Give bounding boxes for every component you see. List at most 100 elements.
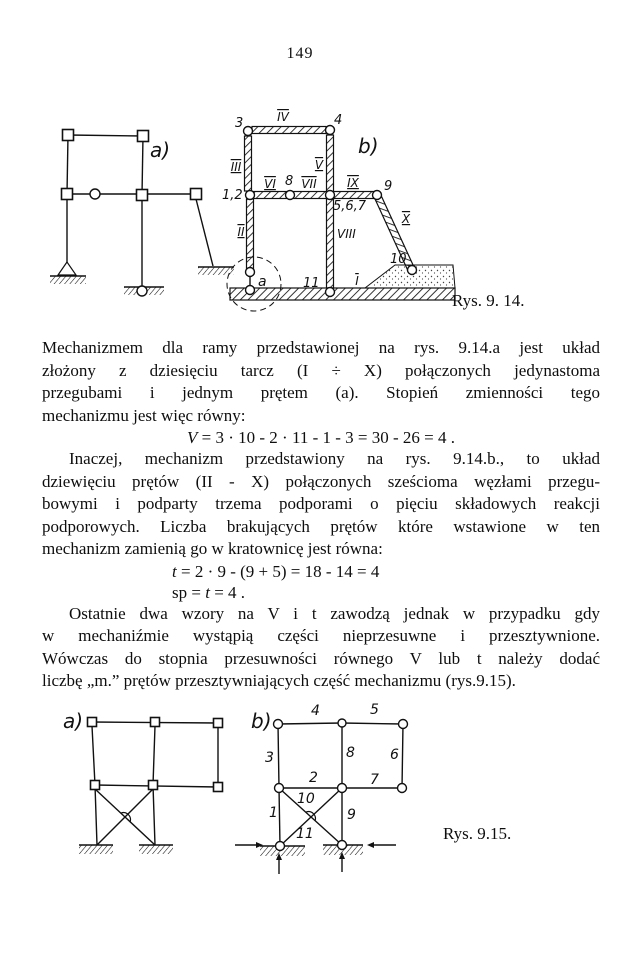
member-5 (341, 722, 404, 725)
pin-support (50, 260, 86, 284)
member-1 (278, 787, 281, 847)
text-line: Wówczas do stopnia przesuwności równego … (42, 648, 600, 668)
hinge-node (89, 188, 101, 200)
member-label-7: 7 (370, 772, 379, 788)
dashed-highlight-circle (226, 256, 282, 312)
rigid-joint (212, 781, 224, 793)
member-3 (277, 723, 280, 789)
hinge-node (274, 840, 286, 852)
member-bar-V (325, 134, 335, 193)
rigid-joint (189, 187, 203, 201)
member-bar-VI (252, 190, 288, 200)
formula-t: t = 2 · 9 - (9 + 5) = 18 - 14 = 4 (172, 561, 380, 581)
text-line: mechanizmu jest więc równy: (42, 405, 246, 425)
rigid-joint (212, 717, 224, 729)
member-11 (279, 787, 343, 847)
braced-frame-diagram-a: a) (63, 709, 224, 854)
diagram-a-label: a) (63, 709, 83, 733)
rigid-joint (61, 128, 75, 142)
member-label-2: 2 (309, 770, 318, 786)
node-label-8: 8 (285, 174, 293, 189)
member-label-III: III (231, 160, 242, 174)
text-line: Ostatnie dwa wzory na V i t zawodzą jedn… (69, 603, 600, 623)
text-line: podporowych. Liczba brakujących prętów k… (42, 516, 600, 536)
hinge-node-3 (242, 125, 254, 137)
rigid-joint (149, 716, 161, 728)
reaction-arrow-left (235, 842, 263, 848)
diagram-b-label: b) (251, 709, 272, 733)
roller-support (124, 285, 164, 297)
member-label-IV: IV (277, 110, 290, 124)
figure-9-15-caption: Rys. 9.15. (443, 824, 512, 843)
fixed-support (139, 844, 173, 854)
hinge-node (336, 782, 348, 794)
member-label-5: 5 (370, 702, 379, 718)
member-label-3: 3 (265, 750, 274, 766)
text-line: liczbę „m.” prętów przesztywniających cz… (42, 671, 516, 690)
hinge-node (397, 718, 409, 730)
member-6 (401, 723, 404, 789)
text-line: Mechanizmem dla ramy przedstawionej na r… (42, 338, 600, 357)
text-line: przegubami i jednym prętem (a). Stopień … (42, 383, 600, 402)
hinge-node-1-2 (244, 189, 256, 201)
text-line: złożony z dziesięciu tarcz (I ÷ X) połąc… (42, 360, 600, 380)
member-bar-VII (292, 190, 328, 200)
rigid-joint (86, 716, 98, 728)
page-number: 149 (286, 45, 314, 62)
member-label-VIII: VIII (337, 227, 356, 241)
member-label-8: 8 (346, 745, 355, 761)
reaction-arrow-up-right (339, 852, 345, 872)
crossing-arc (305, 810, 317, 822)
text-line: dziewięciu prętów (II - X) połączonych s… (42, 471, 600, 491)
member-label-VII: VII (301, 177, 317, 191)
rigid-joint (136, 129, 150, 143)
hinge-node-9 (371, 189, 383, 201)
member-label-VI: VI (264, 177, 276, 191)
member-label-II: II (237, 225, 245, 239)
diagram-a-label: a) (150, 138, 170, 162)
diagram-b-label: b) (358, 134, 379, 158)
hinge-node (396, 782, 408, 794)
member-10 (278, 787, 343, 846)
member-label-1: 1 (269, 805, 278, 821)
member-label-9: 9 (347, 807, 356, 823)
hinge-node (273, 782, 285, 794)
text-line: Inaczej, mechanizm przedstawiony na rys.… (69, 449, 600, 468)
body-text: Mechanizmem dla ramy przedstawionej na r… (42, 337, 600, 693)
rigid-joint (60, 187, 74, 201)
formula-sp: sp = t = 4 . (172, 582, 246, 602)
hinge-node-11 (324, 286, 336, 298)
crossing-arc (120, 811, 132, 823)
member-label-4: 4 (311, 703, 320, 719)
node-label-5-6-7: 5,6,7 (333, 199, 367, 214)
member-bar-I (229, 287, 456, 301)
inclined-support (198, 266, 234, 275)
hinge-node (336, 839, 348, 851)
hinge-node-10 (406, 264, 418, 276)
member-label-I: I (355, 274, 359, 288)
text-line: bowymi i podparty trzema podporami o pię… (42, 494, 600, 513)
formula-v: V = 3 · 10 - 2 · 11 - 1 - 3 = 30 - 26 = … (187, 428, 455, 447)
hinge-node-5-6-7 (324, 189, 336, 201)
rigid-joint (135, 188, 149, 202)
member-label-X: X (401, 212, 411, 226)
member-bar-II (245, 198, 255, 270)
text-line: w mechaniźmie wystąpią części nieprzesuw… (42, 626, 600, 645)
hinge-node (272, 718, 284, 730)
member-label-V: V (315, 158, 324, 172)
member-label-10: 10 (297, 791, 315, 807)
rod-a (226, 256, 282, 312)
hinge-node-4 (324, 124, 336, 136)
node-label-10: 10 (390, 252, 407, 267)
node-label-1-2: 1,2 (222, 188, 243, 203)
reaction-arrow-right (367, 842, 396, 848)
node-label-4: 4 (334, 113, 342, 128)
member-bar-III (243, 135, 253, 192)
figure-9-14-caption: Rys. 9. 14. (452, 291, 525, 310)
node-label-9: 9 (384, 179, 392, 194)
hinge-node-8 (284, 189, 296, 201)
member-label-IX: IX (347, 176, 360, 190)
disc-mechanism-diagram-b: b) 3 4 1,2 8 5,6,7 9 10 11 a IV III V VI… (222, 110, 456, 312)
hinge-node (337, 718, 347, 728)
